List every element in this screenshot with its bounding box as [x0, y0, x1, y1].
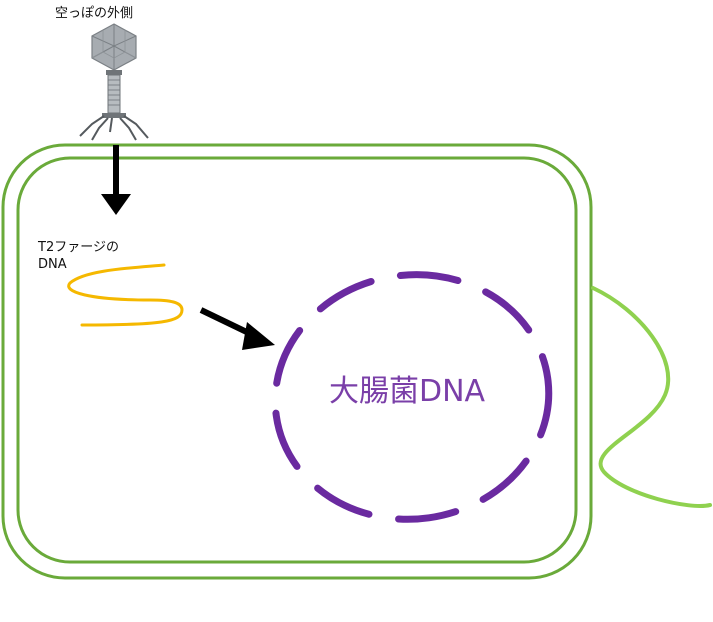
t2-dna-label-line1: T2ファージの — [38, 240, 119, 255]
cell-inner-membrane — [16, 156, 578, 564]
bacteriophage-icon — [79, 23, 149, 141]
phage-shell-label: 空っぽの外側 — [55, 6, 134, 21]
t2-phage-dna-strand — [67, 263, 184, 327]
cell-outer-membrane — [1, 143, 593, 580]
t2-dna-label-line2: DNA — [38, 257, 67, 272]
transfer-arrow — [199, 307, 275, 350]
injection-arrow — [101, 145, 131, 215]
ecoli-dna-circle — [271, 271, 553, 523]
ecoli-dna-label: 大腸菌DNA — [329, 374, 486, 409]
t2-dna-label: T2ファージの DNA — [38, 239, 119, 273]
flagellum — [591, 286, 712, 508]
